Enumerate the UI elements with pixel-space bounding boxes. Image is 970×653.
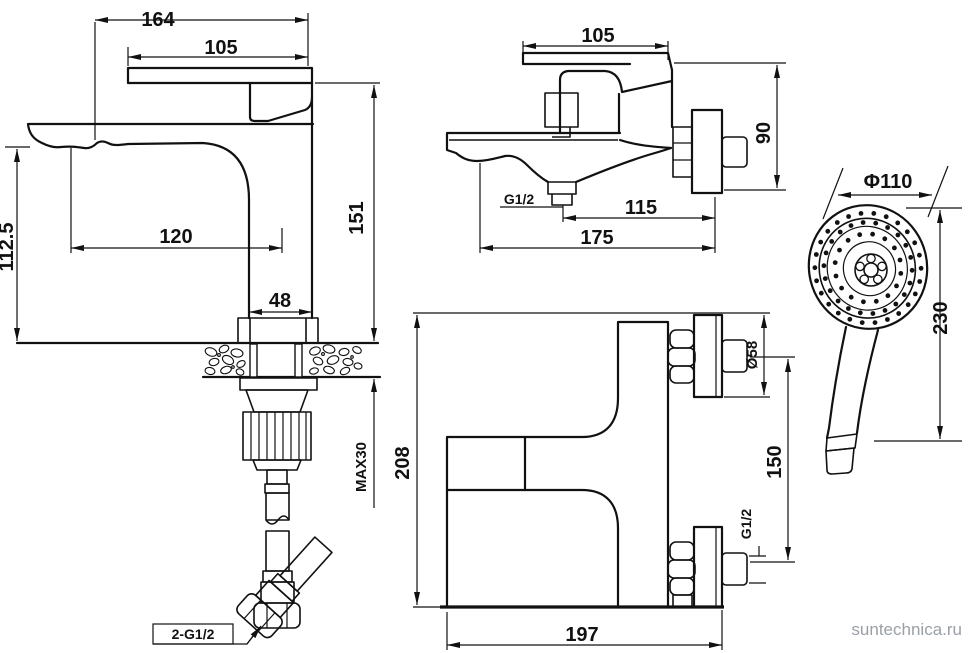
hand-shower-view: Φ110 230 [807, 165, 962, 475]
shower-dimensions: Φ110 230 [822, 165, 962, 442]
dim-shower-length: 230 [930, 301, 952, 334]
dim-front-overall-height: 208 [392, 446, 414, 479]
dim-mixer-overall-depth: 175 [580, 227, 613, 249]
counter-hatch [204, 344, 363, 376]
front-dimensions: 208 197 Ø58 150 G1/2 [392, 312, 795, 650]
watermark-text: suntechnica.ru [851, 620, 962, 639]
shower-head-face [807, 204, 929, 330]
mixer-side-dimensions: 105 90 G1/2 115 175 [479, 25, 786, 253]
dim-mixer-outlet-offset: 115 [625, 197, 657, 219]
basin-dimensions: 164 105 151 112.5 120 48 MAX30 2-G1/2 [0, 9, 380, 645]
dim-basin-body-height: 112.5 [0, 223, 18, 272]
dim-basin-spout-projection: 120 [159, 226, 192, 248]
dim-front-overall-width: 197 [565, 624, 598, 646]
basin-mounting-hardware [239, 377, 318, 485]
shank-wall-left [249, 343, 258, 378]
shank-wall-right [294, 343, 303, 378]
basin-faucet-side-view: 164 105 151 112.5 120 48 MAX30 2-G1/2 [0, 9, 382, 645]
basin-base-nut [237, 317, 319, 344]
bath-mixer-side-view: 105 90 G1/2 115 175 [445, 25, 786, 253]
shower-ferrule [825, 433, 858, 452]
front-bottom-bracket [667, 525, 748, 609]
dim-mixer-outlet-thread: G1/2 [504, 191, 535, 207]
dim-mixer-handle-width: 105 [581, 25, 614, 47]
spout-flange [445, 131, 622, 184]
dim-mixer-body-height: 90 [753, 122, 775, 144]
dim-front-connector-thread: G1/2 [738, 509, 754, 540]
front-body-outline [445, 320, 670, 609]
dim-shower-head-diameter: Φ110 [864, 171, 913, 193]
dim-basin-hose-thread: 2-G1/2 [172, 626, 215, 642]
dim-basin-overall-width: 164 [141, 9, 175, 31]
shower-connector [825, 447, 855, 475]
shower-handle [825, 325, 880, 440]
basin-spout-end [248, 81, 314, 123]
shower-hub-nozzles [855, 253, 887, 285]
spout-front-curve [574, 146, 673, 184]
dim-front-connection-spacing: 150 [764, 445, 786, 478]
basin-lever [126, 66, 314, 85]
supply-hoses [236, 483, 333, 639]
dim-basin-base-width: 48 [269, 290, 291, 312]
mixer-wall-connection [672, 108, 748, 195]
front-body-inner [445, 488, 620, 609]
spout-outlet [547, 181, 577, 206]
dim-basin-spout-reach: 105 [204, 37, 237, 59]
basin-body-outline [26, 122, 315, 320]
dim-basin-max-deck: MAX30 [353, 442, 370, 492]
dim-basin-height-right: 151 [346, 201, 368, 234]
diverter-knob [544, 92, 579, 138]
mixer-lever [521, 51, 674, 95]
mixer-body [558, 79, 674, 135]
front-top-bracket [667, 313, 748, 399]
spout-back-curve [618, 138, 673, 150]
shower-nozzle-dots [812, 211, 924, 325]
dim-front-escutcheon: Ø58 [744, 341, 761, 369]
bath-mixer-front-view: 208 197 Ø58 150 G1/2 [392, 312, 795, 650]
